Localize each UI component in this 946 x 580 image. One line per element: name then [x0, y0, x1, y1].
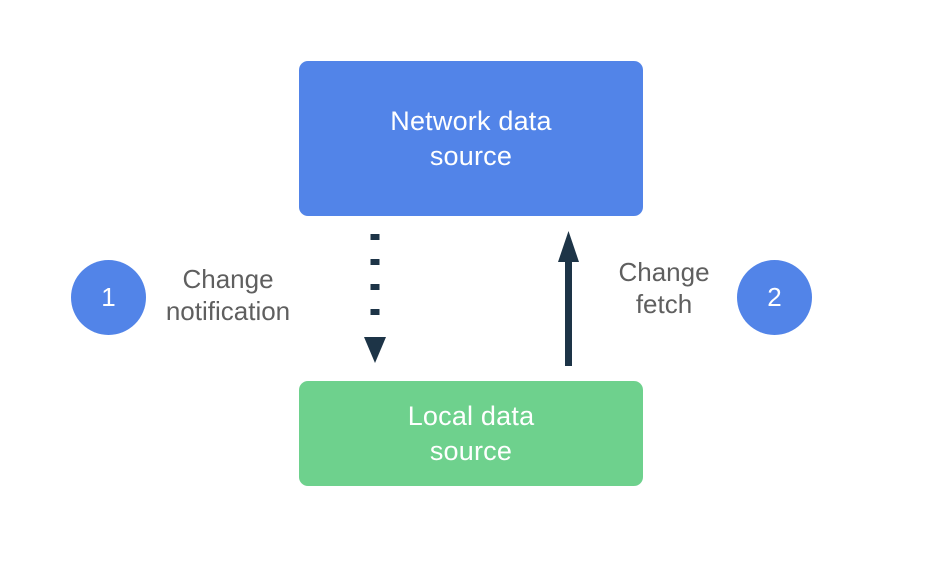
- node-local-data-source[interactable]: Local data source: [299, 381, 643, 486]
- node-network-label: Network data source: [390, 105, 552, 171]
- node-network-data-source[interactable]: Network data source: [299, 61, 643, 216]
- edge-label-change-notification: Change notification: [165, 264, 291, 326]
- step-badge-2-number: 2: [767, 281, 782, 312]
- step-badge-1[interactable]: 1: [71, 260, 146, 335]
- edge-change-notification-arrow: [364, 234, 386, 363]
- edge-label-change-fetch: Change fetch: [618, 257, 710, 319]
- solid-line-shaft: [565, 258, 572, 366]
- step-badge-1-number: 1: [101, 281, 116, 312]
- arrowhead-down-icon: [364, 337, 386, 363]
- node-local-label: Local data source: [407, 400, 535, 466]
- edge-change-fetch-arrow: [558, 231, 579, 366]
- step-badge-2[interactable]: 2: [737, 260, 812, 335]
- arrowhead-up-icon: [558, 231, 579, 262]
